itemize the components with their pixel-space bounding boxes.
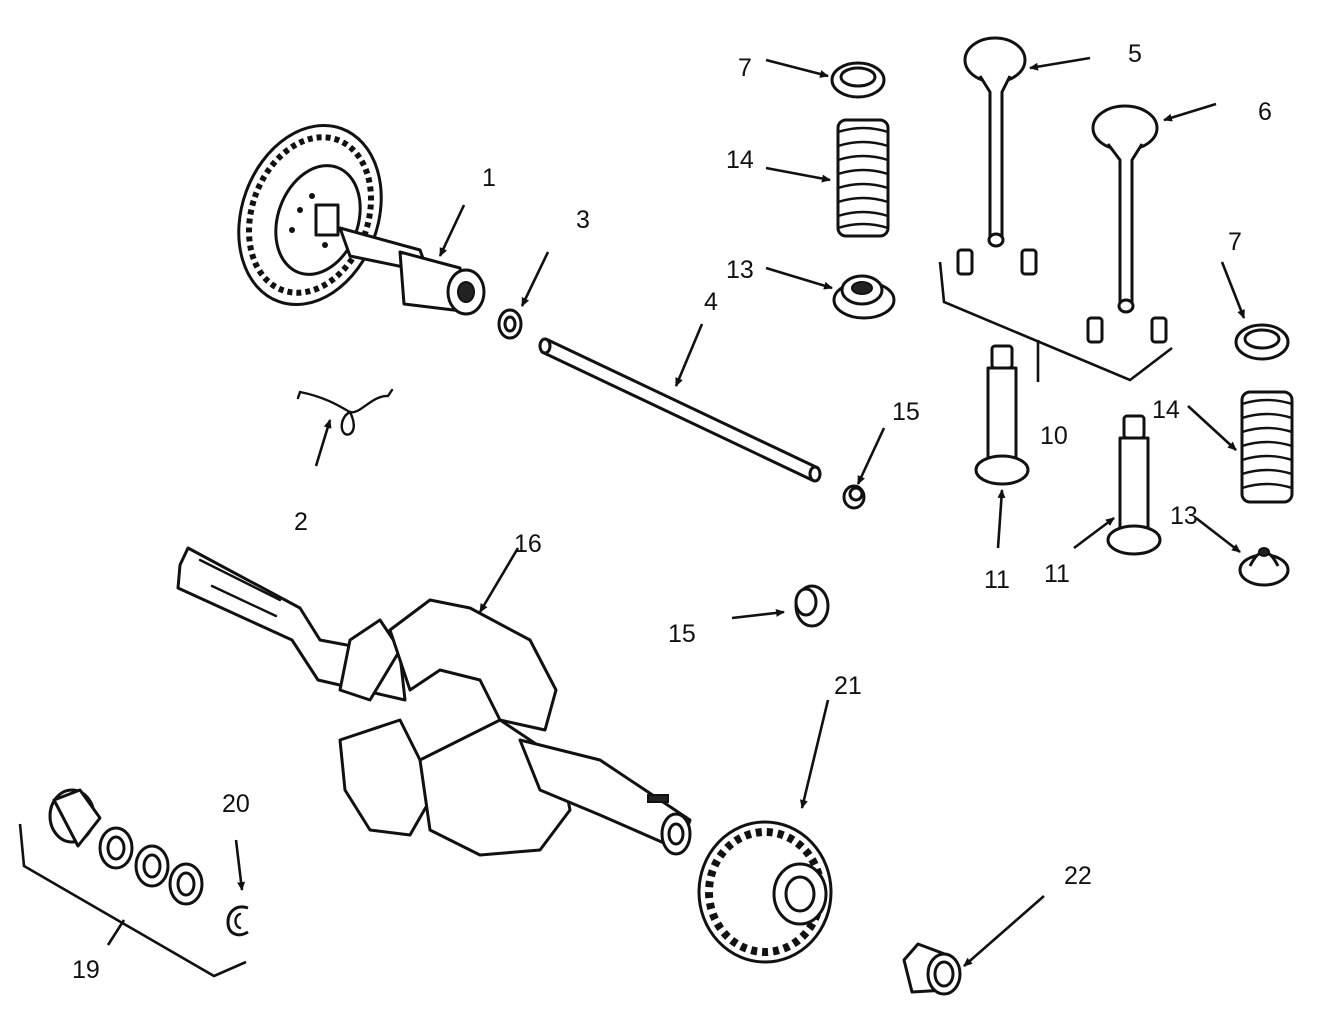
callout-11-right: 11 xyxy=(1044,560,1070,588)
needle-bearing xyxy=(902,942,962,996)
spring-clip xyxy=(296,388,394,436)
callout-1: 1 xyxy=(482,164,496,192)
callout-14-right: 14 xyxy=(1152,396,1180,424)
shaft xyxy=(538,337,822,483)
exhaust-valve xyxy=(1091,104,1159,314)
callout-19: 19 xyxy=(72,956,100,984)
callout-21: 21 xyxy=(834,672,862,700)
callout-3: 3 xyxy=(576,206,590,234)
callout-5: 5 xyxy=(1128,40,1142,68)
valve-keepers xyxy=(956,248,1168,344)
callout-6: 6 xyxy=(1258,98,1272,126)
retainer-upper xyxy=(830,61,886,99)
bearing-kit-leader xyxy=(106,919,126,946)
callout-14-upper: 14 xyxy=(726,146,754,174)
bearing-kit xyxy=(48,788,204,906)
crank-gear xyxy=(697,820,833,964)
bearing-kit-bracket xyxy=(18,823,247,978)
callout-13-upper: 13 xyxy=(726,256,754,284)
callout-13-right: 13 xyxy=(1170,502,1198,530)
callout-11-left: 11 xyxy=(984,566,1010,594)
spring-seat-upper xyxy=(832,274,896,320)
callout-4: 4 xyxy=(704,288,718,316)
retaining-ring xyxy=(226,905,249,937)
callout-7-right: 7 xyxy=(1228,228,1242,256)
camshaft-body xyxy=(338,226,486,316)
valve-spring-upper xyxy=(836,118,890,238)
pointer-arrows xyxy=(234,56,1246,967)
spring-seat-right xyxy=(1238,547,1290,587)
crankshaft xyxy=(176,546,692,857)
callout-15-lower: 15 xyxy=(668,620,696,648)
callout-20: 20 xyxy=(222,790,250,818)
valve-group-bracket xyxy=(938,261,1173,382)
callout-22: 22 xyxy=(1064,862,1092,890)
callout-2: 2 xyxy=(294,508,308,536)
retainer-right xyxy=(1234,323,1290,361)
intake-valve xyxy=(963,36,1027,248)
tappet-right xyxy=(1106,414,1162,556)
bushing-small xyxy=(842,484,866,510)
camshaft-gear xyxy=(237,123,383,307)
callout-16: 16 xyxy=(514,530,542,558)
bushing xyxy=(794,584,830,628)
tappet-left xyxy=(974,344,1030,486)
valve-spring-right xyxy=(1240,390,1294,504)
callout-15-upper: 15 xyxy=(892,398,920,426)
callout-7-upper: 7 xyxy=(738,54,752,82)
callout-10: 10 xyxy=(1040,422,1068,450)
washer xyxy=(497,308,523,340)
